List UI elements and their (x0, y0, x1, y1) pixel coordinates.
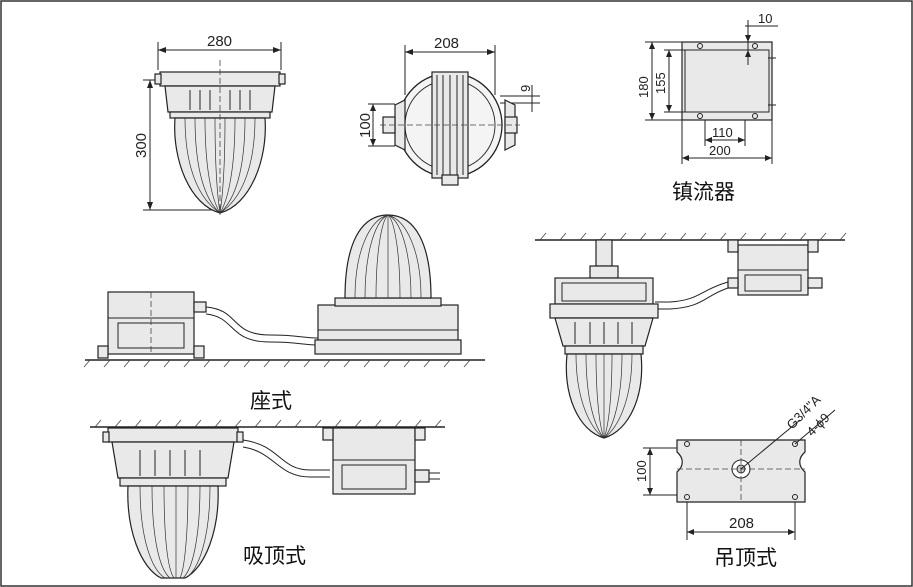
floor-mount-caption: 座式 (250, 389, 292, 413)
ballast-height-inner-label: 155 (653, 72, 668, 94)
ballast-caption: 镇流器 (672, 180, 735, 204)
pendant-mount-view: G3/4"A 4-ϕ9 100 208 吊顶式 (535, 232, 847, 570)
front-width-label: 280 (207, 33, 232, 50)
floor-mount-view: 座式 (83, 214, 485, 413)
top-gap-label: 9 (518, 85, 533, 92)
pendant-mount-caption: 吊顶式 (714, 546, 777, 570)
ceiling-mount-caption: 吸顶式 (243, 544, 306, 568)
ceiling-mount-view: 吸顶式 (90, 419, 445, 579)
ballast-view: 10 180 155 110 200 镇流器 (636, 11, 778, 204)
front-height-label: 300 (133, 133, 150, 158)
pendant-height-label: 100 (634, 460, 649, 482)
ballast-offset-label: 10 (758, 11, 772, 26)
ballast-hole-spacing-label: 110 (712, 125, 733, 140)
ballast-width-label: 200 (709, 143, 731, 158)
top-side-label: 100 (357, 113, 374, 138)
front-view: 280 300 (133, 33, 286, 215)
pendant-width-label: 208 (729, 515, 754, 532)
top-width-label: 208 (434, 35, 459, 52)
ballast-height-outer-label: 180 (636, 76, 651, 98)
top-view: 208 100 9 (357, 35, 540, 186)
